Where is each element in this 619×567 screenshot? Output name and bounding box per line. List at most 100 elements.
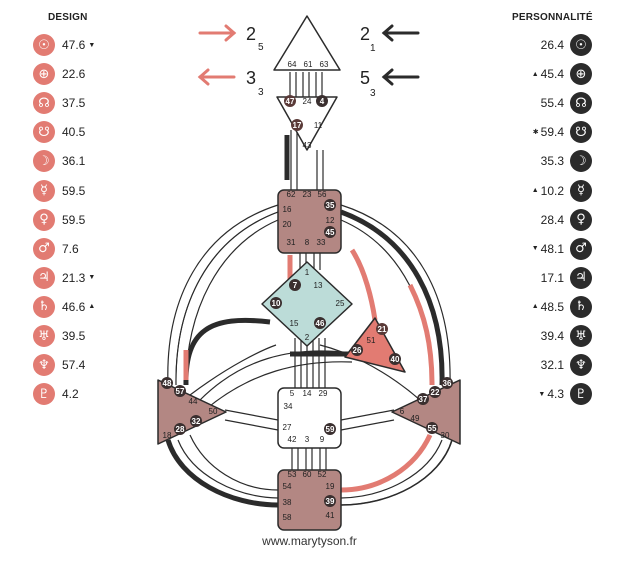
planet-value: 4.3 bbox=[547, 387, 564, 402]
planet-mark: ▲ bbox=[531, 70, 539, 78]
design-planet-row-venus: ♀59.5 bbox=[33, 208, 88, 231]
planet-value: 36.1 bbox=[62, 154, 86, 169]
design-planet-row-sun: ☉47.6▼ bbox=[33, 34, 95, 56]
design-planet-row-south-node: ☋ 40.5 bbox=[33, 121, 88, 144]
gate-number: 47 bbox=[286, 97, 295, 106]
gate-active-marker bbox=[426, 422, 438, 434]
north-node-icon: ☊ bbox=[570, 92, 592, 115]
gate-number: 52 bbox=[318, 470, 327, 479]
mars-icon: ♂ bbox=[570, 237, 592, 260]
design-planet-row-earth: ⊕22.6 bbox=[33, 63, 88, 86]
gate-number: 41 bbox=[326, 511, 335, 520]
channels bbox=[165, 72, 453, 508]
design-planet-row-jupiter: ♃ 21.3▼ bbox=[33, 266, 96, 289]
variable-left-top-sub: 5 bbox=[258, 42, 264, 53]
planet-value: 57.4 bbox=[62, 358, 86, 373]
arrow-right-icon bbox=[198, 24, 237, 42]
gate-number: 18 bbox=[163, 431, 172, 440]
design-planet-row-mars: ♂7.6 bbox=[33, 237, 82, 260]
personality-planet-row-earth: ▲45.4⊕ bbox=[531, 63, 592, 86]
gate-number: 14 bbox=[303, 389, 312, 398]
personality-planet-row-uranus: 39.4 ♅ bbox=[539, 325, 592, 347]
gate-active-marker bbox=[291, 119, 303, 131]
root-center bbox=[277, 469, 342, 531]
personality-planet-row-mars: ▼48.1♂ bbox=[531, 237, 592, 260]
gate-number: 51 bbox=[367, 336, 376, 345]
gate-active-marker bbox=[174, 385, 186, 397]
design-planet-row-saturn: ♄ 46.6▲ bbox=[33, 295, 96, 318]
gate-number: 30 bbox=[441, 431, 450, 440]
gate-active-marker bbox=[376, 323, 388, 335]
saturn-icon: ♄ bbox=[33, 295, 55, 318]
gate-number: 29 bbox=[319, 389, 328, 398]
gate-active-marker bbox=[324, 199, 336, 211]
personality-column-title: PERSONNALITÉ bbox=[512, 12, 593, 23]
planet-value: 7.6 bbox=[62, 241, 79, 256]
planet-value: 46.6 bbox=[62, 299, 86, 314]
neptune-icon: ♆ bbox=[570, 354, 592, 377]
gate-number: 16 bbox=[283, 205, 292, 214]
planet-mark: ▲ bbox=[531, 187, 539, 194]
planet-value: 21.3 bbox=[62, 270, 86, 285]
gate-active-marker bbox=[389, 353, 401, 365]
planet-mark: ▲ bbox=[88, 303, 96, 311]
pluto-icon: ♇ bbox=[570, 383, 592, 406]
gate-active-marker bbox=[190, 415, 202, 427]
planet-value: 22.6 bbox=[62, 67, 86, 82]
planet-value: 40.5 bbox=[62, 125, 86, 140]
personality-planet-row-venus: 28.4♀ bbox=[539, 208, 592, 231]
gate-active-marker bbox=[314, 317, 326, 329]
south-node-icon: ☋ bbox=[33, 121, 55, 144]
gate-number: 56 bbox=[318, 190, 327, 199]
gate-number: 55 bbox=[428, 424, 437, 433]
gate-number: 38 bbox=[283, 498, 292, 507]
moon-icon: ☽ bbox=[570, 150, 592, 173]
design-planet-row-pluto: ♇4.2 bbox=[33, 383, 82, 406]
gate-active-marker bbox=[429, 386, 441, 398]
planet-mark: ▼ bbox=[88, 274, 96, 282]
personality-planet-row-north-node: 55.4 ☊ bbox=[539, 92, 592, 115]
jupiter-icon: ♃ bbox=[33, 266, 55, 289]
variable-arrows bbox=[197, 24, 420, 86]
planet-value: 26.4 bbox=[540, 38, 564, 52]
planet-value: 28.4 bbox=[540, 212, 564, 227]
planet-value: 39.4 bbox=[540, 329, 564, 343]
gate-active-marker bbox=[351, 344, 363, 356]
gate-number: 12 bbox=[326, 216, 335, 225]
gate-number: 8 bbox=[305, 238, 310, 247]
gate-number: 31 bbox=[287, 238, 296, 247]
gate-number: 42 bbox=[288, 435, 297, 444]
planet-value: 55.4 bbox=[540, 96, 564, 111]
gate-active-marker bbox=[316, 95, 328, 107]
gate-number: 3 bbox=[305, 435, 310, 444]
gate-active-marker bbox=[284, 95, 296, 107]
planet-mark: ▼ bbox=[531, 245, 539, 253]
mercury-icon: ☿ bbox=[570, 179, 592, 202]
gate-number: 59 bbox=[326, 425, 335, 434]
footer-website-url: www.marytyson.fr bbox=[262, 534, 357, 548]
gate-number: 27 bbox=[283, 423, 292, 432]
variable-right-top-main: 2 bbox=[360, 24, 370, 44]
arrow-left-icon bbox=[197, 68, 236, 86]
gate-number: 63 bbox=[320, 60, 329, 69]
gate-number: 50 bbox=[209, 407, 218, 416]
sacral-center bbox=[277, 387, 342, 449]
planet-mark: ▼ bbox=[538, 390, 546, 398]
gate-number: 53 bbox=[288, 470, 297, 479]
design-planet-row-north-node: ☊37.5 bbox=[33, 92, 88, 115]
personality-planet-row-saturn: ▲48.5♄ bbox=[532, 295, 592, 318]
planet-value: 37.5 bbox=[62, 96, 86, 111]
jupiter-icon: ♃ bbox=[570, 266, 592, 289]
gate-number: 26 bbox=[353, 346, 362, 355]
south-node-icon: ☋ bbox=[570, 121, 592, 144]
variable-left-top-main: 2 bbox=[246, 24, 256, 44]
gate-number: 13 bbox=[314, 281, 323, 290]
gate-number: 46 bbox=[316, 319, 325, 328]
planet-mark: ▼ bbox=[88, 41, 96, 49]
planet-value: 59.5 bbox=[62, 183, 86, 198]
gate-number: 22 bbox=[431, 388, 440, 397]
head-center bbox=[273, 15, 341, 71]
uranus-icon: ♅ bbox=[570, 325, 592, 347]
